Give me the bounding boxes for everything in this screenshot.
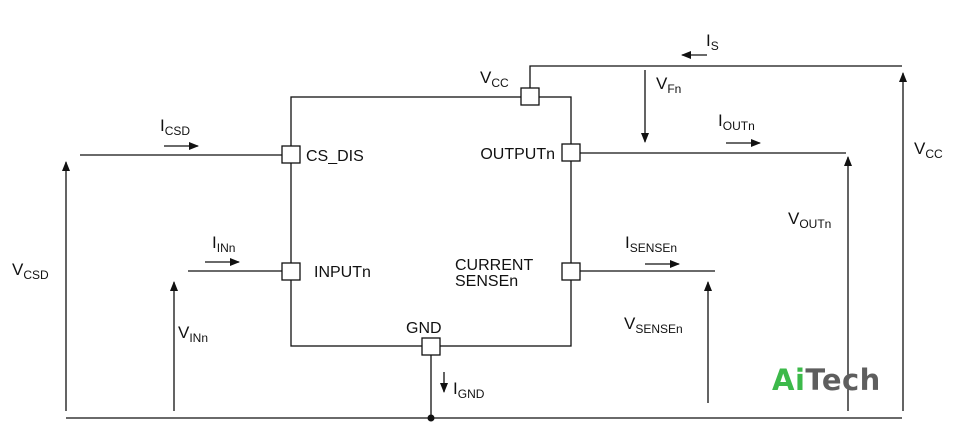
device-body [290, 96, 572, 347]
vcc-right-label: VCC [914, 139, 943, 161]
input-label: INPUTn [314, 264, 371, 281]
logo-ai-text: Ai [772, 363, 806, 397]
vsensen-label: VSENSEn [624, 314, 683, 336]
vfn-label: VFn [656, 74, 681, 96]
cs-dis-pin [281, 145, 301, 164]
is-label: IS [706, 31, 719, 53]
ground-node-dot [427, 414, 435, 422]
current-sense-label-line2: SENSEn [455, 273, 518, 290]
current-sense-pin [561, 262, 581, 281]
aitech-logo: AiTech [772, 366, 881, 395]
logo-tech-text: Tech [805, 363, 881, 397]
vcsd-label: VCSD [12, 260, 49, 282]
gnd-pin [421, 337, 441, 356]
vcc-pin [520, 87, 540, 106]
gnd-pin-label: GND [406, 320, 442, 337]
voutn-label: VOUTn [788, 209, 831, 231]
iinn-label: IINn [212, 233, 235, 255]
isensen-label: ISENSEn [625, 233, 677, 255]
output-label: OUTPUTn [480, 146, 555, 163]
icsd-label: ICSD [160, 116, 190, 138]
cs-dis-label: CS_DIS [306, 148, 364, 165]
vcc-pin-label: VCC [480, 68, 509, 90]
current-sense-label-line1: CURRENT [455, 257, 533, 274]
ioutn-label: IOUTn [718, 111, 755, 133]
vcc-wire [529, 65, 902, 88]
input-pin [281, 262, 301, 281]
output-pin [561, 143, 581, 162]
vinn-label: VINn [178, 323, 208, 345]
ignd-label: IGND [453, 379, 485, 401]
